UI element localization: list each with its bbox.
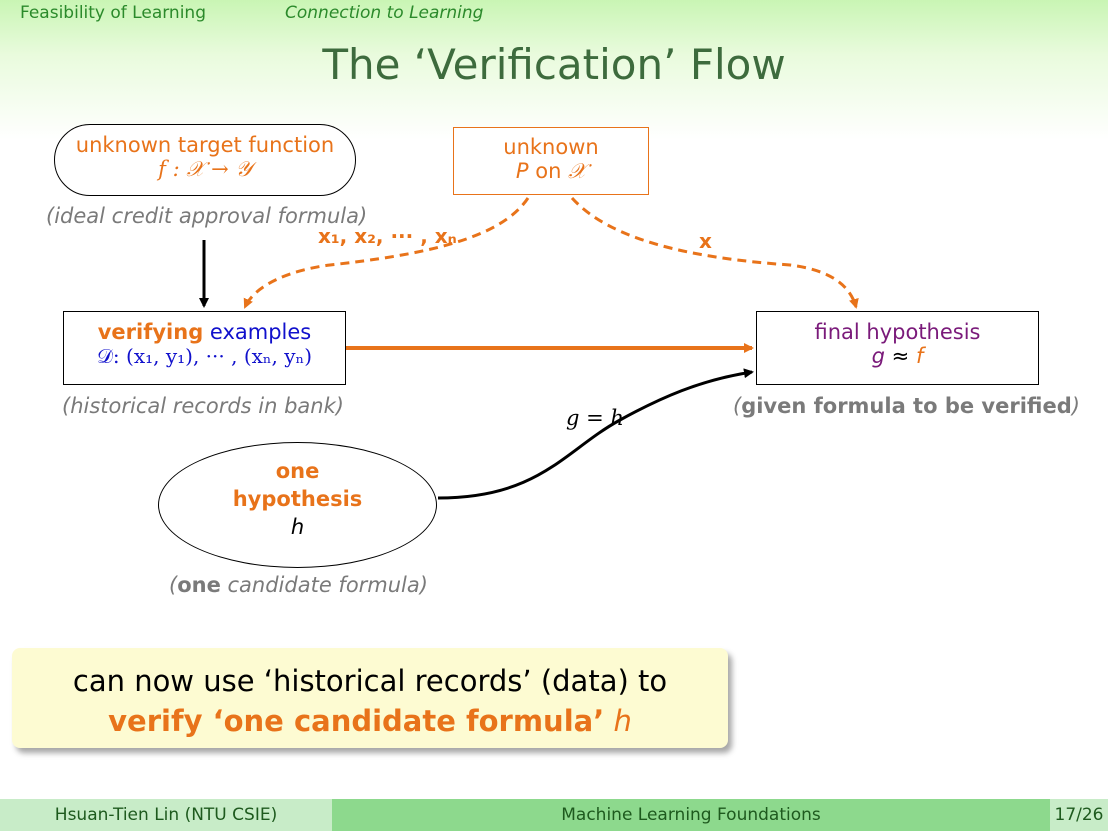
footer-bar: Hsuan-Tien Lin (NTU CSIE) Machine Learni… (0, 799, 1108, 831)
final-hypothesis-node: final hypothesis g ≈ f (756, 311, 1039, 385)
examples-caption: (historical records in bank) (62, 394, 344, 418)
callout-verify: verify ‘one candidate formula’ (108, 704, 605, 738)
g-equals-h-label: g = h (566, 406, 624, 430)
hypothesis-word: hypothesis (232, 487, 363, 511)
final-g: g (871, 344, 885, 368)
x-label: x (699, 229, 712, 253)
samples-label: x₁, x₂, ··· , xₙ (318, 224, 457, 248)
callout-line1: can now use ‘historical records’ (data) … (72, 664, 668, 698)
examples-dataset: 𝒟: (x₁, y₁), ··· , (xₙ, yₙ) (96, 344, 313, 368)
slide-title: The ‘Verification’ Flow (322, 40, 786, 89)
hypothesis-caption-bold: one (177, 573, 221, 597)
target-function-node: unknown target function f : 𝒳 → 𝒴 (54, 124, 356, 196)
final-caption-bold: given formula to be verified (741, 394, 1072, 418)
nav-section[interactable]: Feasibility of Learning (20, 3, 206, 23)
dist-to-final-arrow (570, 196, 859, 309)
footer-author: Hsuan-Tien Lin (NTU CSIE) (0, 799, 332, 831)
nav-subsection[interactable]: Connection to Learning (285, 3, 484, 23)
examples-verifying: verifying (97, 320, 204, 344)
hypothesis-to-final-arrow (437, 368, 754, 500)
distribution-label: unknown (503, 135, 599, 159)
hypothesis-h: h (290, 515, 305, 539)
footer-course: Machine Learning Foundations (332, 799, 1050, 831)
target-caption: (ideal credit approval formula) (46, 204, 368, 228)
final-approx: ≈ (891, 344, 910, 368)
target-function-formula: f : 𝒳 → 𝒴 (158, 157, 252, 181)
hypothesis-node: one hypothesis h (158, 442, 437, 568)
final-hypothesis-label: final hypothesis (814, 320, 981, 344)
distribution-on: on (535, 159, 562, 183)
final-f: f (915, 344, 924, 368)
dist-to-examples-arrow (243, 197, 530, 309)
examples-node: verifying examples 𝒟: (x₁, y₁), ··· , (x… (63, 311, 346, 385)
target-function-label: unknown target function (75, 133, 335, 157)
summary-callout: can now use ‘historical records’ (data) … (12, 648, 728, 748)
distribution-node: unknown P on 𝒳 (453, 127, 649, 195)
distribution-p: P (515, 159, 529, 183)
footer-page-number: 17/26 (1050, 799, 1108, 831)
examples-word: examples (209, 320, 312, 344)
callout-h: h (613, 704, 632, 738)
hypothesis-one: one (275, 459, 320, 483)
final-caption: (given formula to be verified) (733, 394, 1080, 418)
distribution-x: 𝒳 (568, 159, 587, 183)
hypothesis-caption: (one candidate formula) (169, 573, 428, 597)
